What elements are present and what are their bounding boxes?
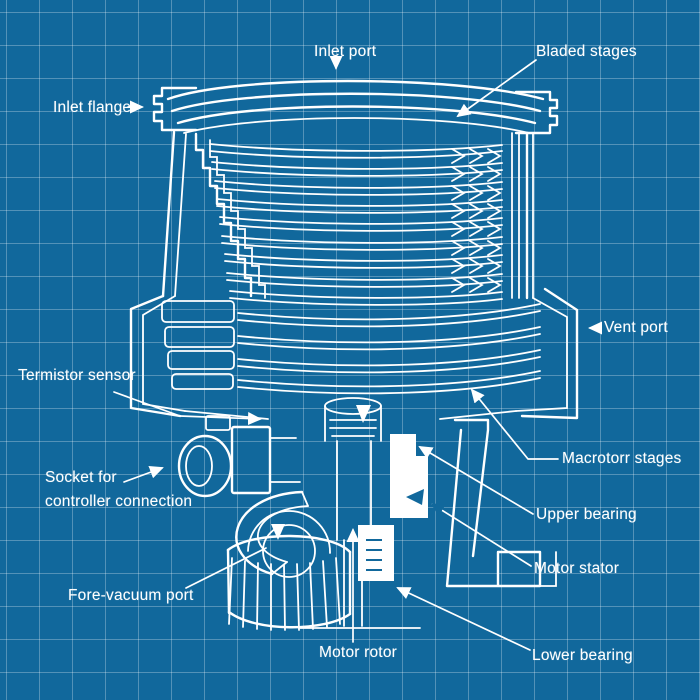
label-fore-vacuum-port: Fore-vacuum port <box>68 587 194 604</box>
label-termistor-sensor: Termistor sensor <box>18 367 136 384</box>
fore-vacuum-flow-arrow-icon <box>271 524 285 540</box>
bladed-stages-arrow <box>456 59 537 118</box>
upper-bearing-leader <box>418 445 534 515</box>
label-socket-line2: controller connection <box>45 493 193 511</box>
label-motor-stator: Motor stator <box>534 560 620 577</box>
motor-stator-shape <box>358 434 428 581</box>
lower-bearing-leader <box>396 587 531 651</box>
bladed-stages-shape <box>209 143 503 306</box>
motor-stator-leader <box>430 502 532 567</box>
label-vent-port: Vent port <box>604 319 668 336</box>
fore-vacuum-leader <box>185 547 267 589</box>
label-motor-rotor: Motor rotor <box>319 644 397 661</box>
lower-casing <box>129 287 579 420</box>
support-bracket <box>299 418 557 629</box>
socket-arrow <box>123 466 164 483</box>
label-upper-bearing: Upper bearing <box>536 506 637 523</box>
macrotorr-stages-shape <box>161 300 541 395</box>
inlet-flange-shape <box>152 86 559 135</box>
label-socket-line1: Socket for <box>45 469 117 486</box>
label-macrotorr-stages: Macrotorr stages <box>562 450 682 467</box>
fore-vacuum-duct <box>235 490 309 576</box>
blade-chevrons <box>451 148 502 293</box>
label-inlet-port: Inlet port <box>314 43 377 60</box>
motor-can <box>226 510 352 631</box>
rotor-hub <box>324 397 382 442</box>
annotations <box>113 56 602 651</box>
motor-stator-arrow-icon <box>406 489 424 505</box>
termistor-leader <box>113 391 262 426</box>
label-lower-bearing: Lower bearing <box>532 647 633 664</box>
macrotorr-leader <box>470 388 559 460</box>
label-inlet-flange: Inlet flange <box>53 99 132 116</box>
controller-socket <box>177 415 301 498</box>
inlet-cover <box>166 79 545 134</box>
label-bladed-stages: Bladed stages <box>536 43 637 60</box>
label-socket-for-controller-connection: Socket for controller connection <box>45 466 192 514</box>
flow-arrow-down-icon <box>356 405 371 423</box>
